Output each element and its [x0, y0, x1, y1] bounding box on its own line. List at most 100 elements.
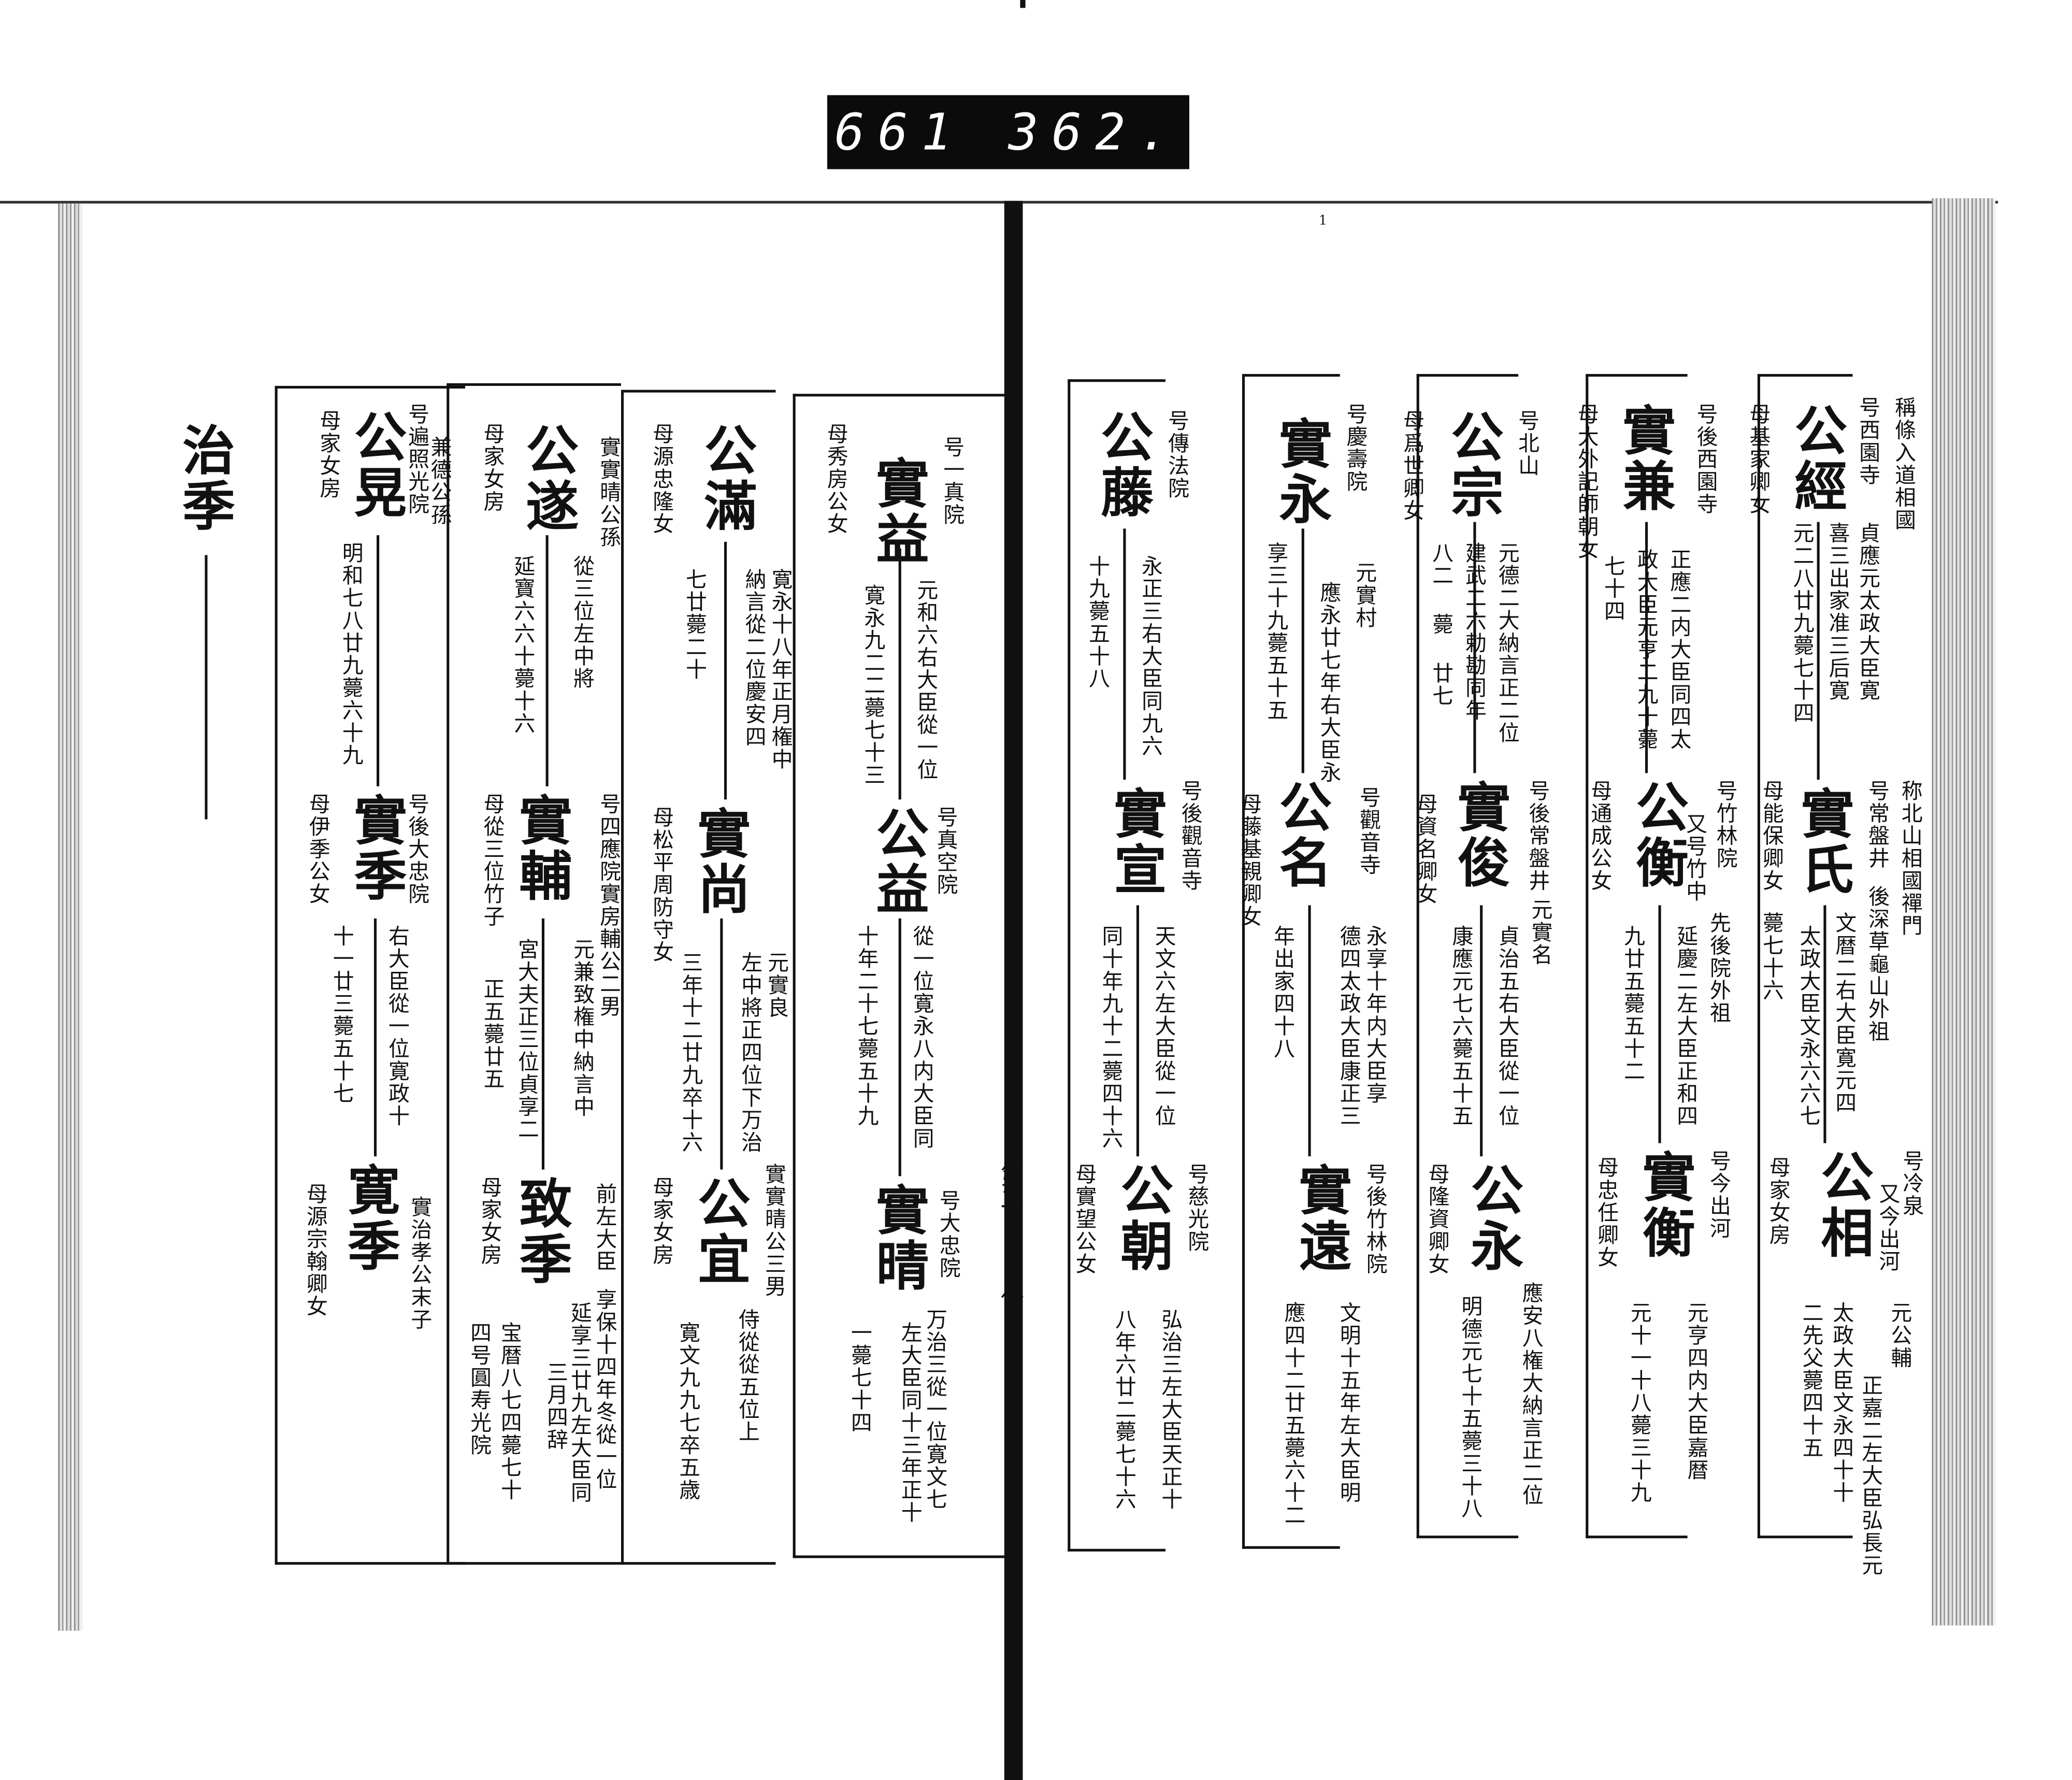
biographical-note: 号慈光院 — [1184, 1162, 1210, 1253]
biographical-note: 左大臣同十三年正十 — [897, 1322, 923, 1524]
descent-line — [377, 535, 380, 786]
biographical-note: 侍從從五位上 — [735, 1308, 760, 1443]
biographical-note: 母松平周防守女 — [649, 806, 674, 964]
lineage-bracket — [275, 385, 465, 1565]
descent-line — [898, 918, 901, 1176]
person-name: 公衡 — [1627, 780, 1689, 891]
biographical-note: 康應元七六薨五十五 — [1448, 925, 1474, 1128]
descent-line — [720, 918, 723, 1170]
biographical-note: 又今出河 — [1875, 1183, 1901, 1273]
biographical-note: 母藤基親卿女 — [1236, 793, 1262, 928]
lineage-bracket — [793, 394, 1007, 1558]
lineage-bracket — [1757, 374, 1853, 1539]
biographical-note: 号後西園寺 — [1692, 403, 1718, 515]
biographical-note: 母家女房 — [480, 423, 505, 513]
biographical-note: 母源忠隆女 — [649, 423, 674, 536]
lineage-bracket — [1068, 379, 1166, 1552]
biographical-note: 十一廿三薨五十七 — [329, 925, 354, 1105]
biographical-note: 号觀音寺 — [1356, 786, 1381, 877]
biographical-note: 号四應院實房輔公二男 — [596, 793, 621, 1018]
biographical-note: 寛文九九七卒五歳 — [675, 1322, 701, 1501]
biographical-note: 母家女房 — [649, 1176, 674, 1266]
biographical-note: 宝暦八七四薨七十 — [497, 1322, 522, 1501]
biographical-note: 實實晴公孫 — [596, 436, 621, 549]
biographical-note: 母爲世卿女 — [1399, 409, 1424, 522]
descent-line — [1658, 905, 1661, 1143]
biographical-note: 号竹林院 — [1713, 780, 1738, 870]
biographical-note: 元兼致権中納言中 — [569, 938, 595, 1118]
person-name: 實氏 — [1792, 786, 1854, 898]
biographical-note: 号大忠院 — [936, 1189, 961, 1280]
book-gutter — [1004, 200, 1023, 1780]
descent-line — [373, 918, 377, 1157]
person-name: 公滿 — [695, 423, 757, 534]
lineage-bracket — [1416, 374, 1519, 1539]
biographical-note: 延寶六六十薨十六 — [510, 555, 536, 735]
person-name: 公名 — [1270, 780, 1332, 891]
biographical-note: 元公輔 — [1887, 1301, 1912, 1369]
descent-line — [1823, 905, 1826, 1143]
biographical-note: 年出家四十八 — [1270, 925, 1295, 1060]
biographical-note: 母大外記師朝女 — [1574, 403, 1599, 561]
biographical-note: 九廿五薨五十二 — [1620, 925, 1645, 1083]
biographical-note: 又号竹中 — [1682, 812, 1707, 903]
person-name: 公相 — [1811, 1150, 1874, 1261]
biographical-note: 号後觀音寺 — [1177, 780, 1203, 892]
descent-line — [898, 548, 901, 800]
biographical-note: 一薨七十四 — [847, 1322, 872, 1434]
biographical-note: 右大臣從一位寛政十 — [384, 925, 410, 1128]
biographical-note: 應安八権大納言正二位 — [1518, 1282, 1544, 1507]
lineage-bracket — [1242, 374, 1340, 1549]
biographical-note: 七廿薨二十 — [682, 568, 707, 681]
biographical-note: 寛永九二二薨七十三 — [860, 584, 886, 786]
biographical-note: 号傳法院 — [1164, 409, 1189, 500]
descent-line — [724, 541, 727, 800]
biographical-note: 從三位左中將 — [569, 555, 595, 690]
biographical-note: 万治三從一位寛文七 — [922, 1308, 948, 1511]
lineage-bracket — [621, 390, 776, 1565]
biographical-note: 母資名卿女 — [1413, 793, 1438, 906]
biographical-note: 弘治三左大臣天正十 — [1157, 1308, 1183, 1511]
biographical-note: 元德二大納言正二位 — [1494, 541, 1520, 744]
biographical-note: 元和六右大臣從一位 — [913, 579, 939, 781]
person-name: 實永 — [1270, 416, 1332, 527]
biographical-note: 元十一十八薨三十九 — [1627, 1301, 1652, 1504]
biographical-note: 建武二六勅勘同年 — [1461, 541, 1487, 722]
biographical-note: 母基家卿女 — [1745, 403, 1771, 515]
biographical-note: 寛永十八年正月権中 — [768, 568, 793, 771]
person-name: 公藤 — [1091, 409, 1154, 521]
person-name: 實尚 — [688, 806, 751, 917]
biographical-note: 母伊季公女 — [305, 793, 330, 906]
biographical-note: 稱條入道相國 — [1891, 396, 1916, 532]
biographical-note: 政大臣元亨二九十薨 — [1633, 548, 1659, 751]
biographical-note: 号北山 — [1514, 409, 1539, 477]
biographical-note: 左中將正四位下万治 — [737, 951, 762, 1154]
person-name: 公遂 — [516, 423, 579, 534]
gutter-page-number: 八 — [996, 1275, 1025, 1299]
biographical-note: 八二 薨 廿七 — [1428, 541, 1454, 707]
biographical-note: 享三十九薨五十五 — [1263, 541, 1289, 722]
biographical-note: 号今出河 — [1706, 1150, 1731, 1240]
biographical-note: 母源宗翰卿女 — [303, 1183, 328, 1318]
biographical-note: 十九薨五十八 — [1085, 555, 1110, 690]
person-name: 實遠 — [1289, 1162, 1352, 1274]
biographical-note: 宮大夫正三位貞享二 — [514, 938, 539, 1141]
person-name: 公宜 — [688, 1176, 751, 1287]
biographical-note: 天文六左大臣從一位 — [1150, 925, 1176, 1128]
biographical-note: 德四太政大臣康正三 — [1336, 925, 1361, 1128]
person-name: 致季 — [510, 1176, 572, 1287]
biographical-note: 永正三右大臣同九六 — [1138, 555, 1163, 757]
lineage-bracket — [447, 383, 621, 1565]
biographical-note: 称北山相國禪門 — [1897, 780, 1923, 937]
person-name: 公經 — [1785, 403, 1848, 514]
biographical-note: 号常盤井 — [1864, 780, 1890, 870]
biographical-note: 号後常盤井 — [1524, 780, 1550, 892]
biographical-note: 永享十年内大臣享 — [1362, 925, 1388, 1105]
descent-line — [1123, 528, 1126, 780]
biographical-note: 号真空院 — [933, 806, 958, 896]
biographical-note: 文明十五年左大臣明 — [1336, 1301, 1361, 1504]
person-name: 實輔 — [510, 793, 572, 904]
biographical-note: 明德元七十五薨三十八 — [1457, 1295, 1483, 1520]
biographical-note: 母忠任卿女 — [1593, 1156, 1619, 1269]
